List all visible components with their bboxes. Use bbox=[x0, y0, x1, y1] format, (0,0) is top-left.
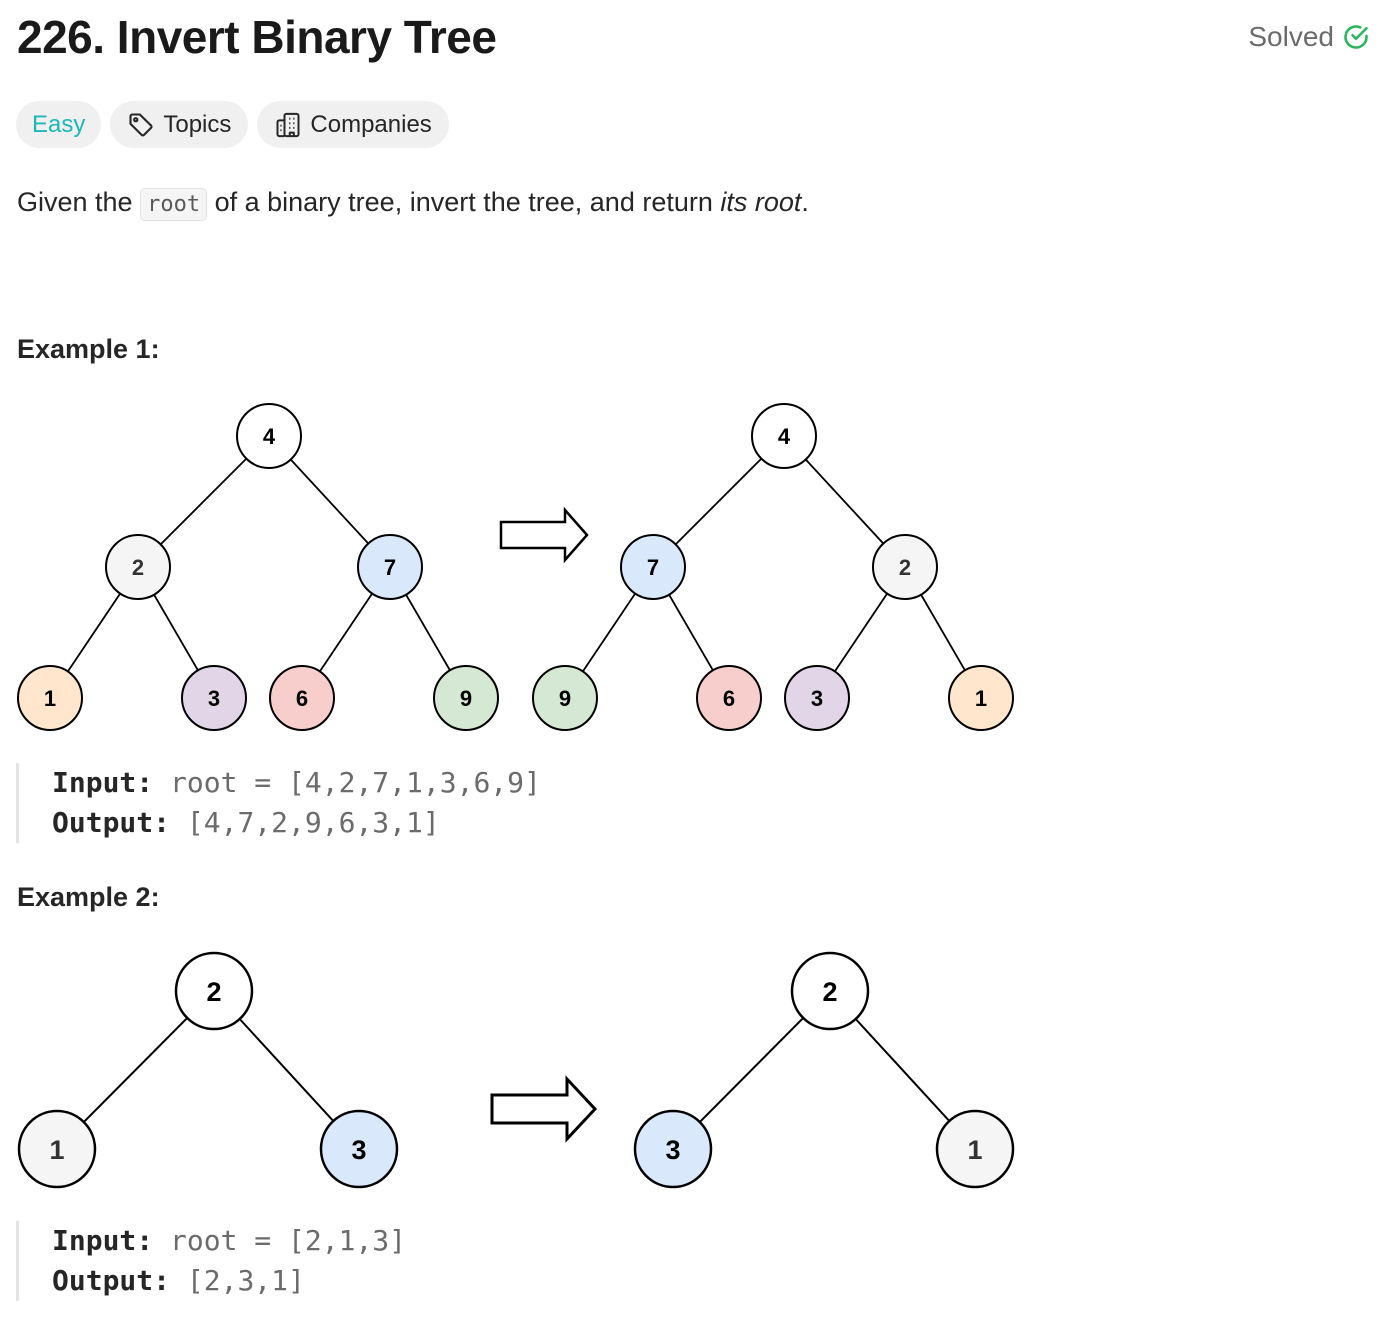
building-icon bbox=[276, 112, 300, 137]
difficulty-badge: Easy bbox=[16, 101, 102, 148]
topics-button[interactable]: Topics bbox=[110, 101, 249, 148]
arrow-right-icon bbox=[499, 506, 589, 564]
node-label: 2 bbox=[206, 977, 221, 1007]
problem-title: 226. Invert Binary Tree bbox=[17, 11, 497, 63]
example-2-output-line: Output: [2,3,1] bbox=[52, 1261, 406, 1301]
example-2-tree-before: 2 1 3 bbox=[17, 951, 399, 1189]
node-label: 2 bbox=[822, 977, 837, 1007]
description-text-end: . bbox=[801, 187, 809, 217]
topics-label: Topics bbox=[163, 110, 232, 138]
node-label: 2 bbox=[899, 555, 911, 580]
tree-node: 1 bbox=[17, 665, 83, 731]
example-2-input-line: Input: root = [2,1,3] bbox=[52, 1221, 406, 1261]
example-1-input-line: Input: root = [4,2,7,1,3,6,9] bbox=[52, 763, 541, 803]
example-1-title: Example 1: bbox=[17, 334, 160, 364]
tree-node: 2 bbox=[174, 951, 254, 1031]
description-text-start: Given the bbox=[17, 187, 133, 217]
input-value: root = [4,2,7,1,3,6,9] bbox=[170, 766, 541, 799]
tree-node: 4 bbox=[751, 403, 817, 469]
solved-status: Solved bbox=[1248, 20, 1370, 54]
output-label: Output: bbox=[52, 1264, 171, 1297]
tree-node: 2 bbox=[790, 951, 870, 1031]
tag-bar: Easy Topics Companies bbox=[16, 101, 449, 148]
output-value: [2,3,1] bbox=[186, 1264, 305, 1297]
tree-node: 2 bbox=[105, 534, 171, 600]
tree-node: 9 bbox=[433, 665, 499, 731]
companies-label: Companies bbox=[310, 110, 432, 138]
example-2-diagram: 2 1 3 2 3 1 bbox=[17, 951, 1015, 1189]
tree-node: 9 bbox=[532, 665, 598, 731]
node-label: 1 bbox=[975, 686, 987, 711]
description-emphasis: its root bbox=[720, 187, 802, 217]
node-label: 2 bbox=[132, 555, 144, 580]
node-label: 1 bbox=[44, 686, 56, 711]
description-text-middle: of a binary tree, invert the tree, and r… bbox=[214, 187, 713, 217]
node-label: 1 bbox=[49, 1135, 64, 1165]
node-label: 9 bbox=[559, 686, 571, 711]
example-2-tree-after: 2 3 1 bbox=[633, 951, 1015, 1189]
example-1-output-line: Output: [4,7,2,9,6,3,1] bbox=[52, 803, 541, 843]
output-value: [4,7,2,9,6,3,1] bbox=[186, 806, 440, 839]
tree-node: 1 bbox=[935, 1109, 1015, 1189]
node-label: 9 bbox=[460, 686, 472, 711]
tree-node: 4 bbox=[236, 403, 302, 469]
tree-node: 1 bbox=[948, 665, 1014, 731]
node-label: 3 bbox=[208, 686, 220, 711]
solved-label: Solved bbox=[1248, 21, 1334, 52]
tree-node: 2 bbox=[872, 534, 938, 600]
difficulty-label: Easy bbox=[32, 110, 86, 138]
example-1-tree-before: 4 2 7 1 3 6 9 bbox=[17, 403, 499, 731]
example-1-io: Input: root = [4,2,7,1,3,6,9] Output: [4… bbox=[16, 763, 541, 843]
tree-node: 6 bbox=[269, 665, 335, 731]
example-1-tree-after: 4 7 2 9 6 3 1 bbox=[532, 403, 1014, 731]
tree-node: 3 bbox=[633, 1109, 713, 1189]
node-label: 7 bbox=[647, 555, 659, 580]
node-label: 1 bbox=[967, 1135, 982, 1165]
tree-node: 7 bbox=[357, 534, 423, 600]
input-label: Input: bbox=[52, 1224, 154, 1257]
node-label: 6 bbox=[723, 686, 735, 711]
example-2-title: Example 2: bbox=[17, 882, 160, 912]
node-label: 7 bbox=[384, 555, 396, 580]
example-1-diagram: 4 2 7 1 3 6 9 4 7 2 9 6 3 1 bbox=[17, 403, 1014, 731]
node-label: 3 bbox=[665, 1135, 680, 1165]
arrow-right-icon bbox=[490, 1075, 598, 1143]
tree-node: 6 bbox=[696, 665, 762, 731]
tag-icon bbox=[129, 112, 153, 136]
node-label: 6 bbox=[296, 686, 308, 711]
input-label: Input: bbox=[52, 766, 154, 799]
node-label: 4 bbox=[778, 424, 791, 449]
companies-button[interactable]: Companies bbox=[257, 101, 449, 148]
check-circle-icon bbox=[1344, 25, 1368, 49]
example-1-edges bbox=[49, 435, 982, 699]
node-label: 4 bbox=[263, 424, 276, 449]
tree-node: 7 bbox=[620, 534, 686, 600]
node-label: 3 bbox=[811, 686, 823, 711]
inline-code-root: root bbox=[140, 188, 208, 221]
tree-node: 1 bbox=[17, 1109, 97, 1189]
tree-node: 3 bbox=[784, 665, 850, 731]
node-label: 3 bbox=[351, 1135, 366, 1165]
tree-node: 3 bbox=[319, 1109, 399, 1189]
tree-node: 3 bbox=[181, 665, 247, 731]
example-2-io: Input: root = [2,1,3] Output: [2,3,1] bbox=[16, 1221, 406, 1301]
output-label: Output: bbox=[52, 806, 171, 839]
problem-description: Given the root of a binary tree, invert … bbox=[17, 182, 809, 225]
input-value: root = [2,1,3] bbox=[170, 1224, 407, 1257]
